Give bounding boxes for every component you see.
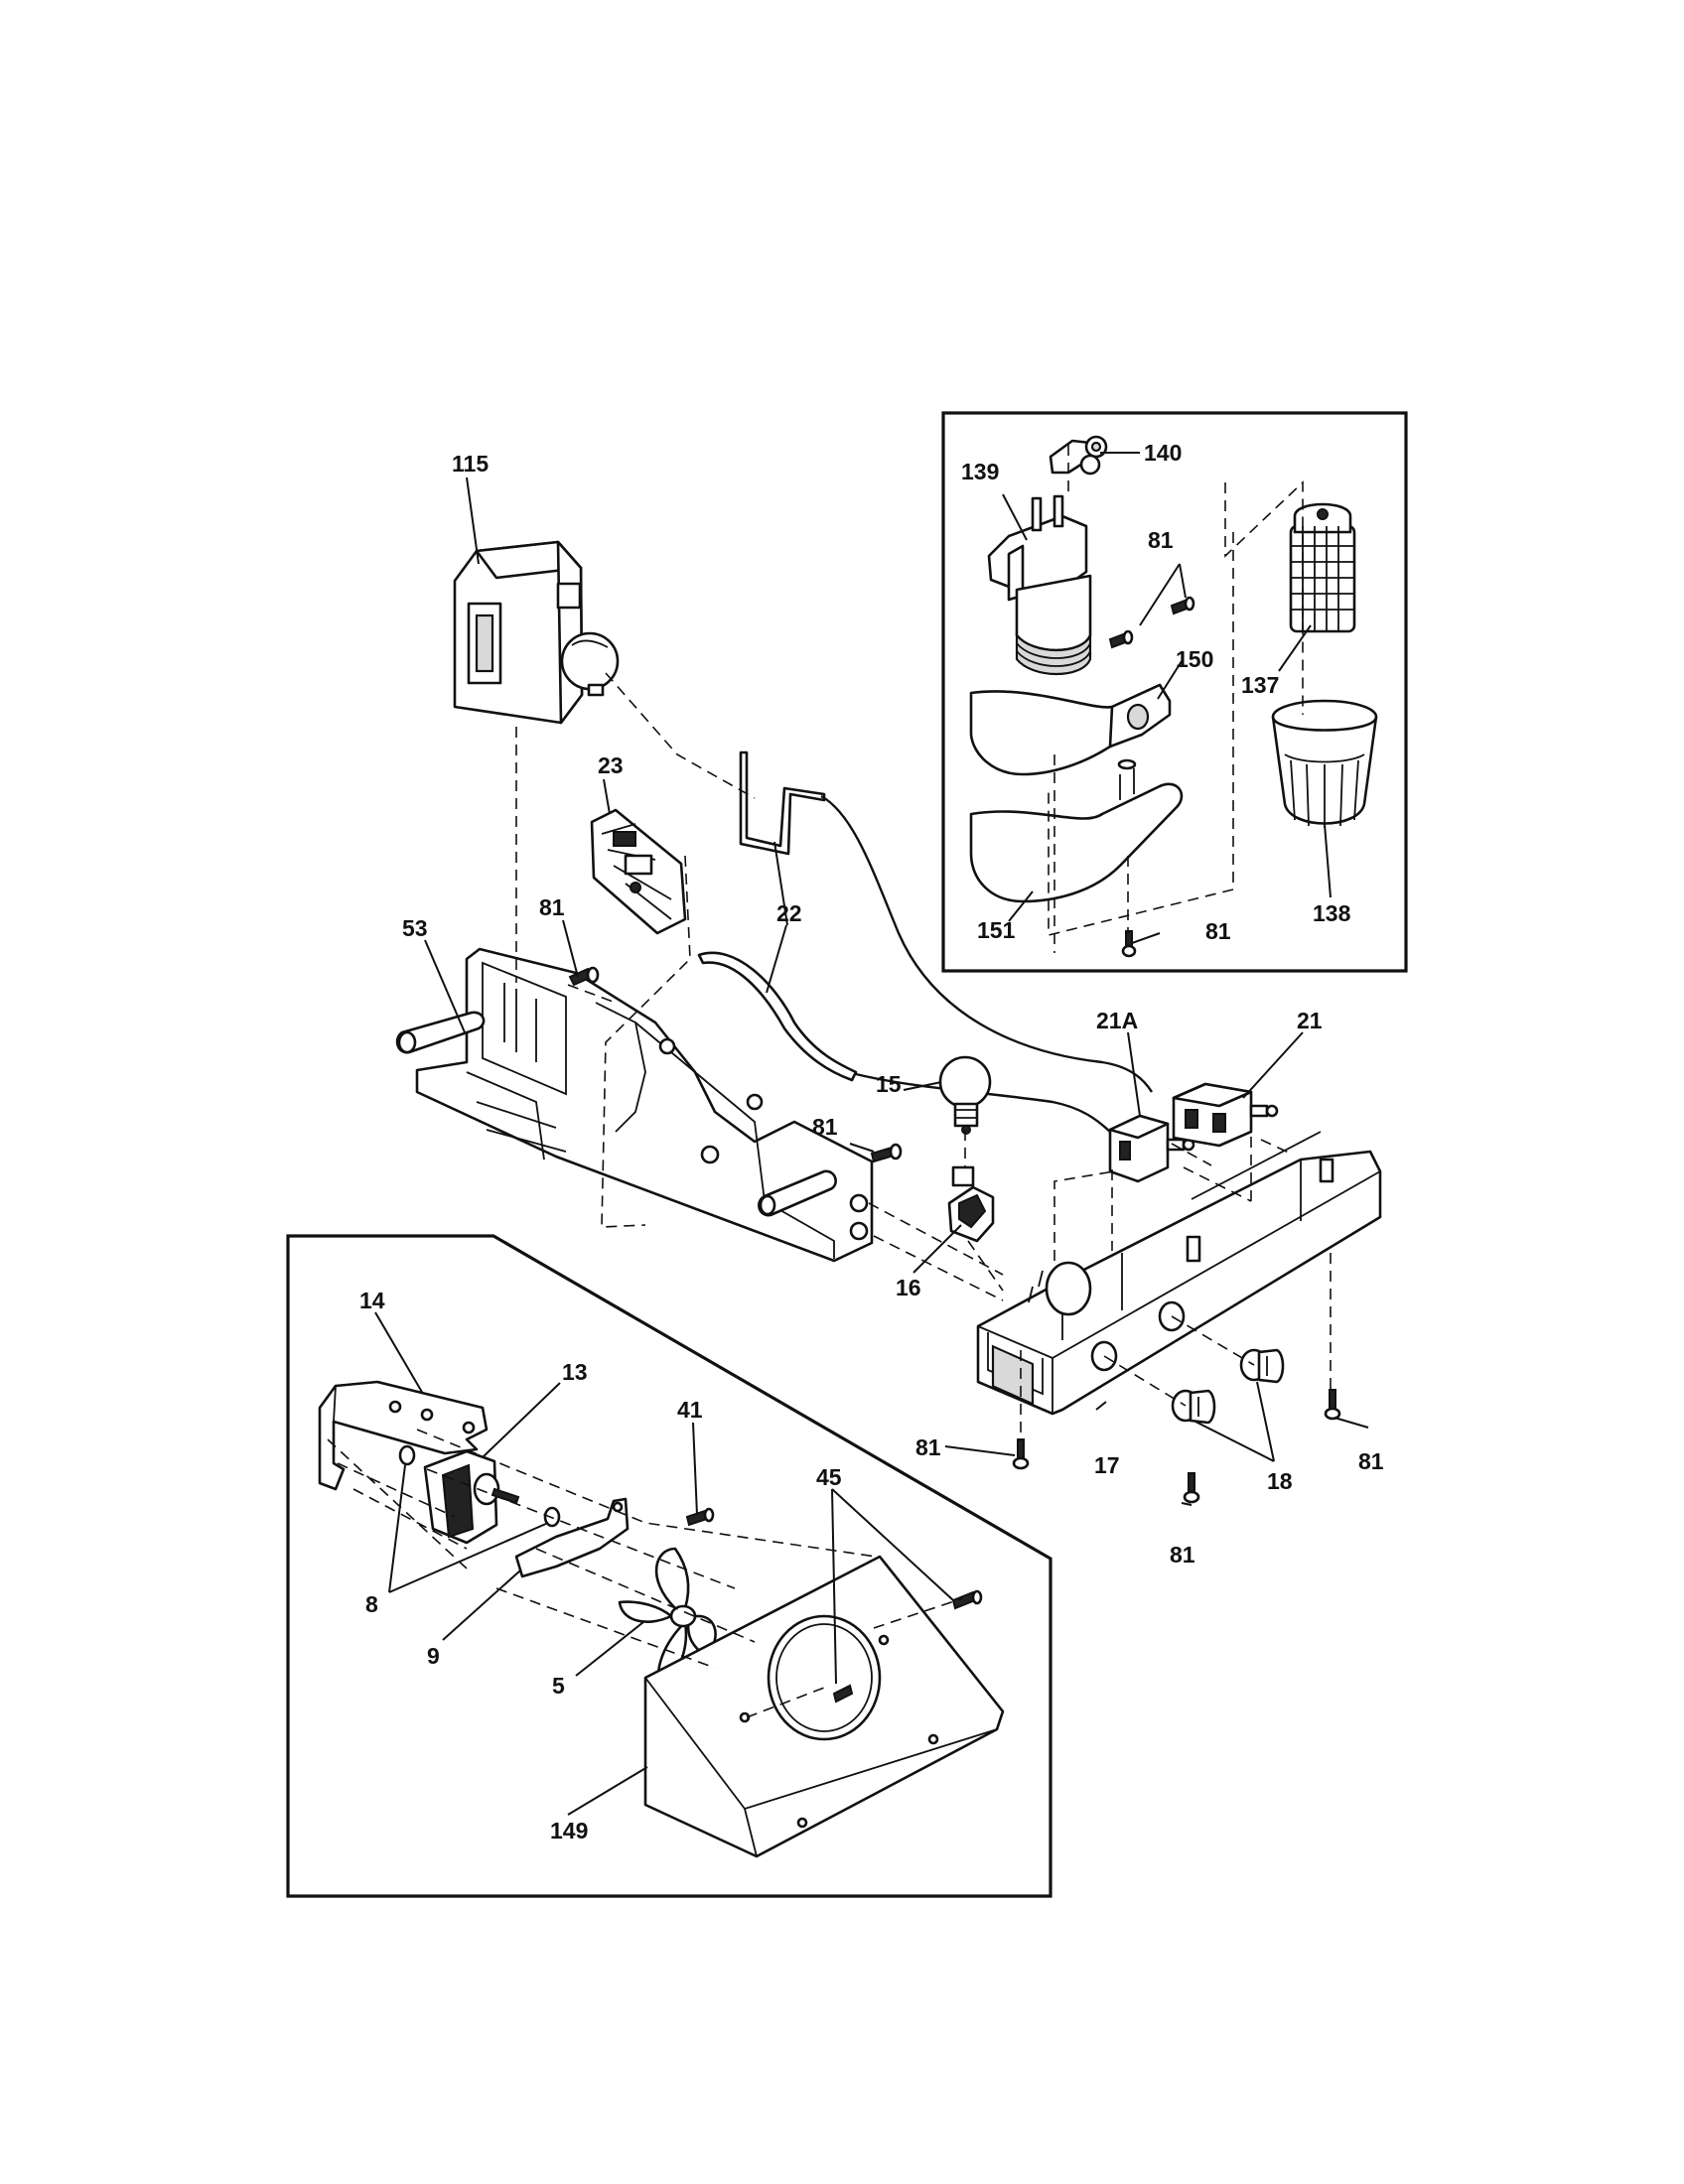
part-13-fan-motor — [423, 1449, 520, 1545]
callout-53: 53 — [402, 915, 428, 941]
callout-137: 137 — [1241, 672, 1279, 698]
callout-81-r3: 81 — [1358, 1448, 1384, 1474]
callout-21A: 21A — [1096, 1008, 1138, 1033]
part-115-actuator-housing — [453, 540, 620, 725]
assembly-lines — [327, 445, 1332, 1718]
part-53-dispenser-frame — [395, 947, 874, 1263]
part-17-dispenser-housing — [976, 1131, 1382, 1416]
callout-8: 8 — [365, 1591, 378, 1617]
part-151-filter-cover-lower — [969, 758, 1184, 903]
callout-140: 140 — [1144, 440, 1182, 466]
water-filter-inset-frame — [941, 411, 1408, 973]
part-150-filter-cover-upper — [969, 683, 1172, 776]
callout-13: 13 — [562, 1359, 588, 1385]
callout-9: 9 — [427, 1643, 440, 1669]
callout-81-left: 81 — [539, 894, 565, 920]
callout-41: 41 — [677, 1397, 703, 1423]
callout-150: 150 — [1176, 646, 1213, 672]
screw-81-r2 — [1183, 1472, 1200, 1504]
callout-17: 17 — [1094, 1452, 1120, 1478]
callout-23: 23 — [598, 752, 624, 778]
callout-45: 45 — [816, 1464, 842, 1490]
callout-149: 149 — [550, 1818, 588, 1843]
part-8-grommets — [398, 1444, 561, 1528]
part-22-tubing — [697, 751, 1154, 1133]
part-15-lamp-bulb — [938, 1055, 992, 1135]
leader-lines — [374, 452, 1369, 1816]
callout-22: 22 — [776, 900, 802, 926]
callout-16: 16 — [896, 1275, 921, 1300]
callout-15: 15 — [876, 1071, 902, 1097]
callout-18: 18 — [1267, 1468, 1293, 1494]
fan-assembly-inset-frame — [286, 1234, 1052, 1898]
part-21-switch — [1172, 1082, 1279, 1148]
callout-5: 5 — [552, 1673, 565, 1699]
part-149-fan-shroud — [643, 1555, 1005, 1858]
part-16-lamp-socket — [947, 1165, 995, 1243]
part-138-filter-bowl — [1271, 699, 1378, 828]
part-23-control-board — [590, 808, 687, 935]
screw-81-inset1b — [1108, 629, 1134, 649]
callout-139: 139 — [961, 459, 999, 484]
screw-81-inset2 — [1121, 930, 1137, 958]
part-137-filter-cartridge — [1289, 502, 1356, 633]
part-5-fan-blade — [618, 1547, 717, 1688]
callout-151: 151 — [977, 917, 1016, 943]
callout-81-inset2: 81 — [1205, 918, 1231, 944]
callout-81-inset1: 81 — [1148, 527, 1174, 553]
screw-81-mid — [870, 1143, 903, 1163]
screw-81-inset1a — [1170, 596, 1195, 615]
callout-21: 21 — [1297, 1008, 1323, 1033]
screw-81-r1 — [1012, 1438, 1030, 1470]
part-18-knob-b — [1171, 1389, 1216, 1425]
screw-45 — [951, 1589, 983, 1610]
screw-41 — [685, 1507, 715, 1527]
callout-14: 14 — [359, 1288, 385, 1313]
part-18-knob-a — [1239, 1348, 1285, 1384]
part-139-filter-head — [987, 494, 1092, 676]
screw-81-r3 — [1324, 1389, 1341, 1421]
callout-81-mid: 81 — [812, 1114, 838, 1140]
part-140-fitting — [1049, 435, 1108, 476]
callout-labels: 115 23 22 53 81 81 15 16 21A 21 17 18 81… — [359, 440, 1384, 1843]
callout-138: 138 — [1313, 900, 1351, 926]
callout-81-r2: 81 — [1170, 1542, 1195, 1568]
screw-81-left — [568, 966, 600, 987]
part-14-bracket — [318, 1380, 489, 1491]
callout-115: 115 — [452, 451, 489, 477]
callout-81-r1: 81 — [915, 1434, 941, 1460]
